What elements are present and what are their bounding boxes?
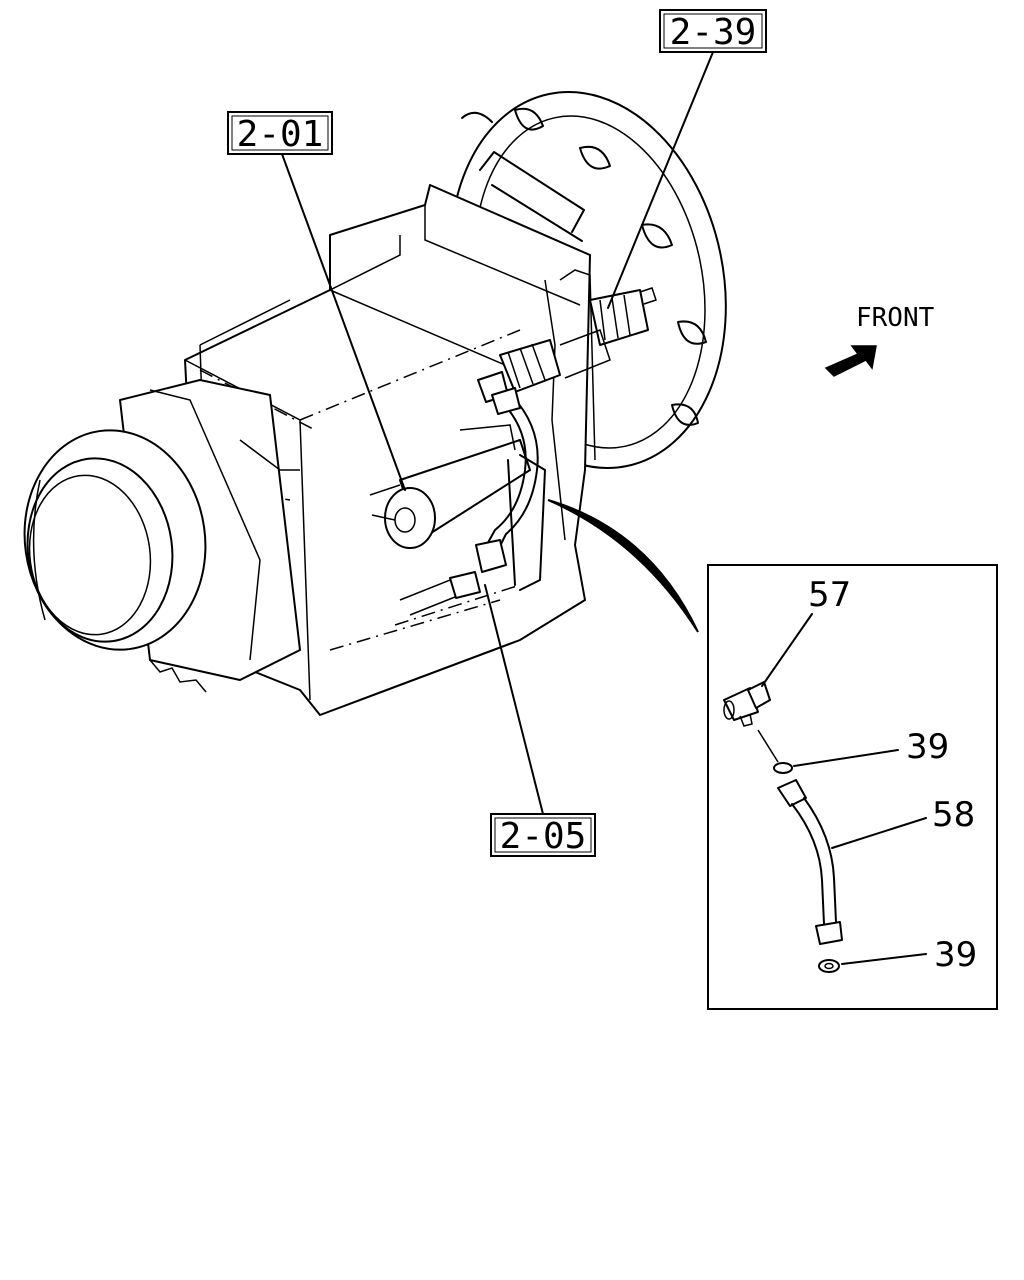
part-39-lower-washer <box>818 959 840 973</box>
reference-2-01: 2-01 <box>227 111 406 491</box>
ref-label-2-39: 2-39 <box>670 12 757 53</box>
front-label: FRONT <box>856 303 935 333</box>
reference-2-05: 2-05 <box>484 584 596 857</box>
ref-label-2-01: 2-01 <box>237 114 324 155</box>
leader-line-57 <box>761 613 813 687</box>
leader-line-39-lower <box>841 953 927 965</box>
ref-label-2-05: 2-05 <box>500 816 587 857</box>
part-57-fitting <box>723 681 771 727</box>
part-label-39-lower: 39 <box>934 935 977 975</box>
part-58-pipe <box>777 779 843 945</box>
part-label-57: 57 <box>808 575 851 615</box>
leader-line-2-05 <box>484 584 544 815</box>
part-label-39-upper: 39 <box>906 727 949 767</box>
transmission-assembly <box>23 91 727 716</box>
detail-pointer <box>547 499 699 633</box>
part-39-upper-washer <box>773 762 793 774</box>
leader-line-58 <box>831 817 927 849</box>
leader-line-2-39 <box>607 51 714 309</box>
leader-line-2-01 <box>281 153 406 491</box>
front-arrow-icon <box>824 345 877 377</box>
leader-line-39-upper <box>793 749 899 767</box>
reference-2-39: 2-39 <box>607 9 767 309</box>
part-label-58: 58 <box>932 795 975 835</box>
front-indicator: FRONT <box>824 303 935 377</box>
detail-inset: 57 39 58 39 <box>707 564 998 1010</box>
